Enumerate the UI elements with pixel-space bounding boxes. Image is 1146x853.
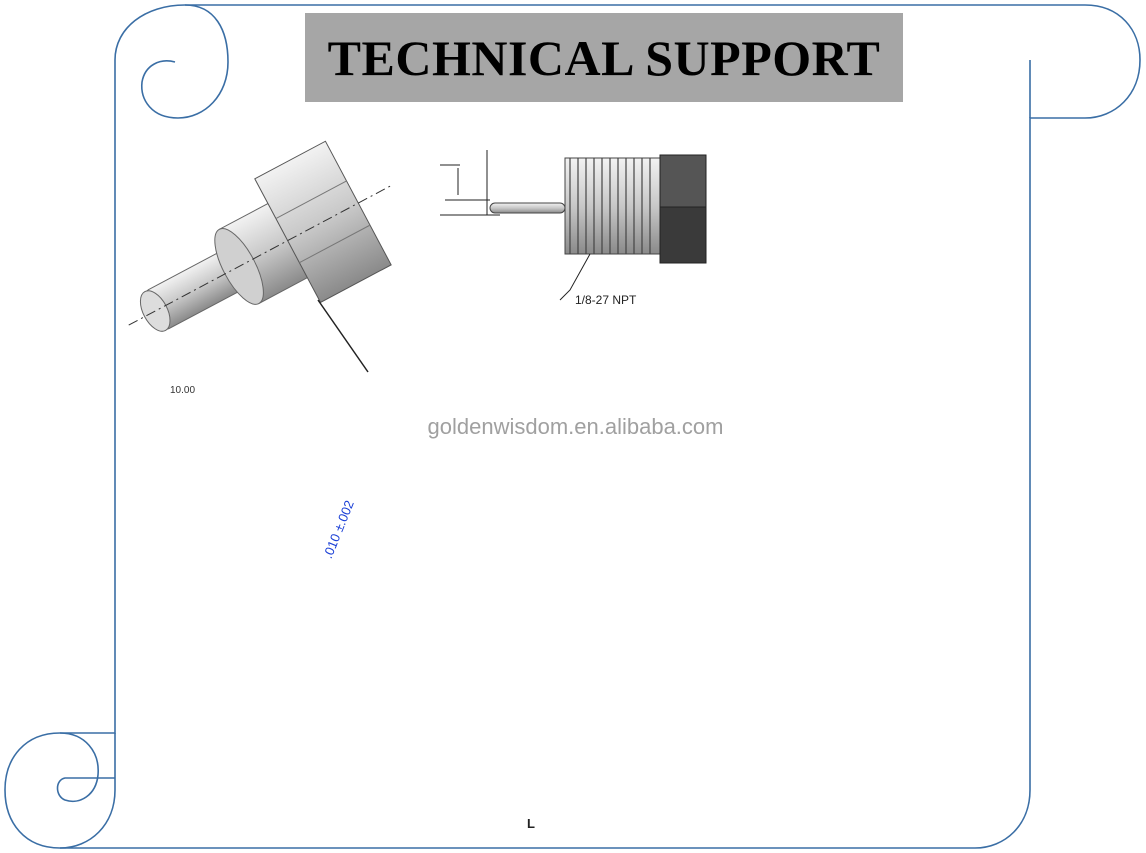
npt-threaded-probe: [440, 150, 707, 301]
watermark: goldenwisdom.en.alibaba.com: [427, 414, 724, 439]
npt-label: 1/8-27 NPT: [575, 293, 637, 307]
sensor-hex-fitting: [128, 140, 394, 373]
top-dimension-label: 10.00: [170, 385, 196, 396]
badge-line-1: Tech: [502, 432, 570, 467]
badge-line-2: Support: [476, 474, 596, 509]
length-label: L: [527, 816, 535, 831]
page-title: TECHNICAL SUPPORT: [327, 29, 881, 86]
title-banner: TECHNICAL SUPPORT: [305, 13, 903, 102]
